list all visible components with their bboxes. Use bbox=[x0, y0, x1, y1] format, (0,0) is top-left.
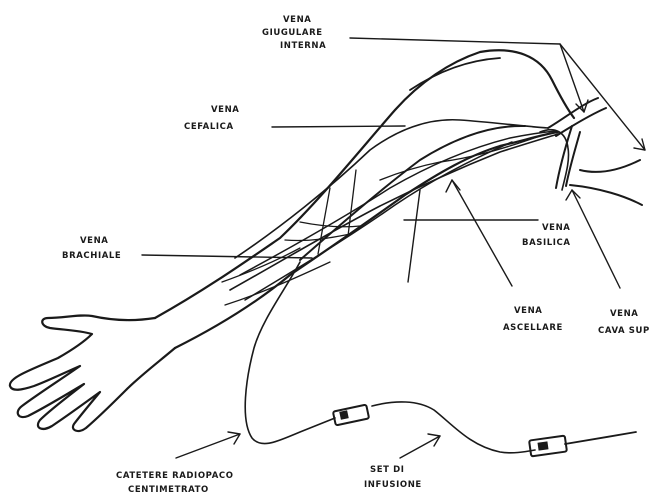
label-brachiale: VENA BRACHIALE bbox=[62, 236, 121, 261]
infusion-tube bbox=[372, 402, 535, 453]
arm-upper-contour bbox=[155, 50, 574, 318]
infusion-tube-end bbox=[565, 432, 636, 444]
label-basilica-line-1: VENA bbox=[542, 223, 570, 233]
label-cefalica: VENA CEFALICA bbox=[184, 105, 239, 132]
vein-hanging-branch bbox=[408, 190, 420, 282]
jugular-vein-wall-inner bbox=[556, 108, 606, 136]
catheter-line bbox=[245, 262, 636, 456]
catheter-connector-hub bbox=[339, 410, 348, 419]
label-giugulare: VENA GIUGULARE INTERNA bbox=[262, 15, 326, 51]
central-veins bbox=[540, 98, 642, 205]
leader-ascellare bbox=[452, 180, 512, 286]
brachial-vein-b bbox=[245, 142, 512, 300]
label-cava: VENA CAVA SUP bbox=[598, 309, 650, 336]
label-brachiale-line-1: VENA bbox=[80, 236, 108, 246]
label-set: SET DI INFUSIONE bbox=[364, 465, 422, 490]
label-brachiale-line-2: BRACHIALE bbox=[62, 251, 121, 261]
label-ascellare-line-2: ASCELLARE bbox=[503, 323, 563, 333]
label-ascellare-line-1: VENA bbox=[514, 306, 542, 316]
arm-outline bbox=[155, 50, 574, 348]
label-cefalica-line-1: VENA bbox=[211, 105, 239, 115]
subclavian-branch-lower bbox=[570, 185, 642, 205]
jugular-vein-wall-outer bbox=[548, 98, 598, 128]
leader-set bbox=[400, 436, 440, 458]
hand-outline bbox=[10, 315, 175, 431]
arrowhead-cava bbox=[566, 190, 580, 200]
label-giugulare-line-2: GIUGULARE bbox=[262, 28, 323, 38]
label-ascellare: VENA ASCELLARE bbox=[503, 306, 563, 333]
leader-giugulare-branch bbox=[560, 44, 645, 150]
basilic-vein bbox=[230, 134, 558, 290]
leader-lines bbox=[142, 38, 645, 458]
label-basilica: VENA BASILICA bbox=[522, 223, 571, 248]
label-catetere-line-1: CATETERE RADIOPACO bbox=[116, 471, 234, 481]
radiopaque-catheter bbox=[245, 262, 335, 444]
label-giugulare-line-1: VENA bbox=[283, 15, 311, 25]
label-set-line-2: INFUSIONE bbox=[364, 480, 422, 490]
label-giugulare-line-3: INTERNA bbox=[280, 41, 326, 51]
leader-cava bbox=[572, 190, 620, 288]
label-cefalica-line-2: CEFALICA bbox=[184, 122, 234, 132]
catheter-connector bbox=[333, 405, 369, 426]
label-set-line-1: SET DI bbox=[370, 465, 405, 475]
label-basilica-line-2: BASILICA bbox=[522, 238, 571, 248]
leader-catetere bbox=[176, 434, 240, 458]
leader-cefalica bbox=[272, 126, 405, 127]
label-catetere: CATETERE RADIOPACO CENTIMETRATO bbox=[116, 471, 234, 495]
label-catetere-line-2: CENTIMETRATO bbox=[128, 485, 209, 495]
arm-lower-contour bbox=[175, 132, 558, 348]
label-cava-line-1: VENA bbox=[610, 309, 638, 319]
hand-contour bbox=[10, 315, 175, 431]
subclavian-branch-upper bbox=[580, 160, 640, 172]
label-cava-line-2: CAVA SUP bbox=[598, 326, 650, 336]
infusion-set-connector-hub bbox=[537, 441, 548, 450]
